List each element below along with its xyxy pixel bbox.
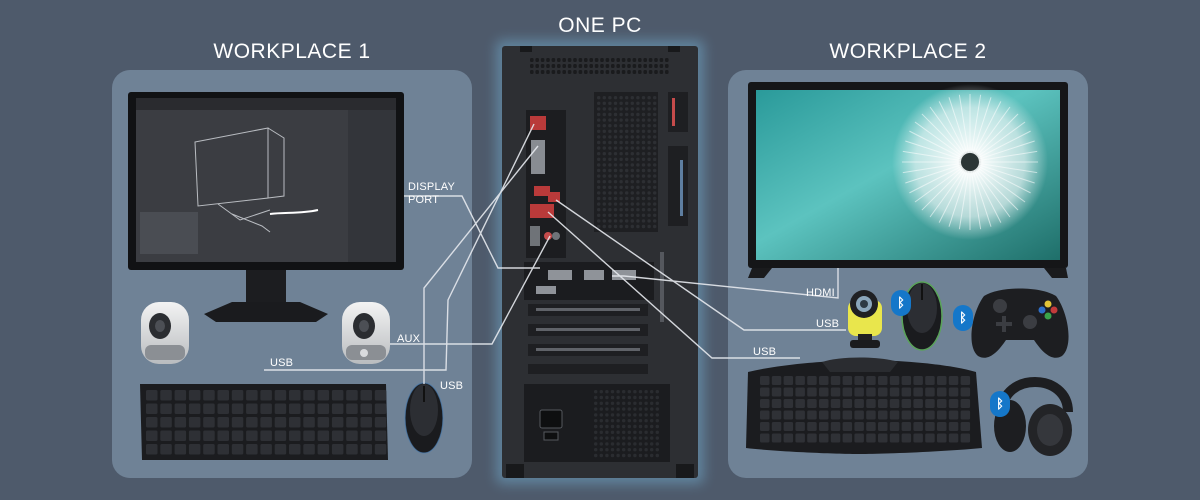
bluetooth-icon: ᛒ — [891, 290, 911, 316]
cables — [264, 123, 846, 384]
mouse-1 — [404, 382, 444, 454]
keyboard-1 — [140, 384, 388, 460]
webcam — [848, 290, 882, 348]
cable-displayport — [404, 195, 540, 269]
one-pc-title: ONE PC — [558, 14, 642, 37]
label-usb-keyboard-1: USB — [270, 357, 294, 369]
label-usb-keyboard-2: USB — [753, 346, 777, 358]
bluetooth-icon: ᛒ — [990, 391, 1010, 417]
cable-usb-mouse-1 — [423, 145, 539, 384]
label-usb-mouse-1: USB — [440, 380, 464, 392]
keyboard-2 — [746, 357, 982, 454]
label-usb-webcam: USB — [816, 318, 840, 330]
label-hdmi: HDMI — [806, 287, 835, 299]
speaker-left — [141, 302, 189, 364]
bluetooth-icon: ᛒ — [953, 305, 973, 331]
cable-hdmi — [612, 268, 839, 299]
speaker-right — [342, 302, 390, 364]
label-display-port: DISPLAY PORT — [408, 181, 456, 206]
workplace-2-title: WORKPLACE 2 — [829, 40, 987, 63]
cable-usb-keyboard-2 — [547, 211, 800, 359]
workplace-1-title: WORKPLACE 1 — [213, 40, 371, 63]
monitor-1 — [128, 92, 404, 322]
monitor-2 — [748, 82, 1068, 278]
mouse-2 — [901, 281, 943, 351]
cable-usb-keyboard-1 — [264, 123, 535, 371]
gamepad — [971, 288, 1069, 358]
pc-tower — [502, 46, 698, 478]
headphones — [994, 377, 1073, 456]
label-aux: AUX — [397, 333, 421, 345]
cable-usb-webcam — [555, 199, 846, 331]
